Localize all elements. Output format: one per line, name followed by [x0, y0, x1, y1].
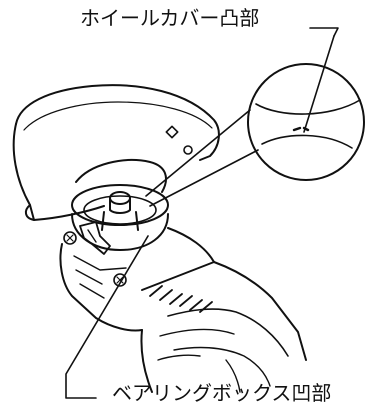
gear-housing — [59, 227, 215, 332]
leader-line-bottom — [65, 235, 149, 399]
cover-inner-opening — [71, 159, 169, 231]
detail-callout — [145, 63, 365, 207]
label-wheel-cover-protrusion: ホイールカバー凸部 — [80, 6, 260, 30]
motor-body — [140, 261, 307, 393]
label-bearing-box-recess: ベアリングボックス凹部 — [112, 381, 332, 405]
wheel-cover — [12, 84, 220, 221]
bearing-box — [63, 213, 169, 255]
leader-line-top — [303, 27, 339, 133]
